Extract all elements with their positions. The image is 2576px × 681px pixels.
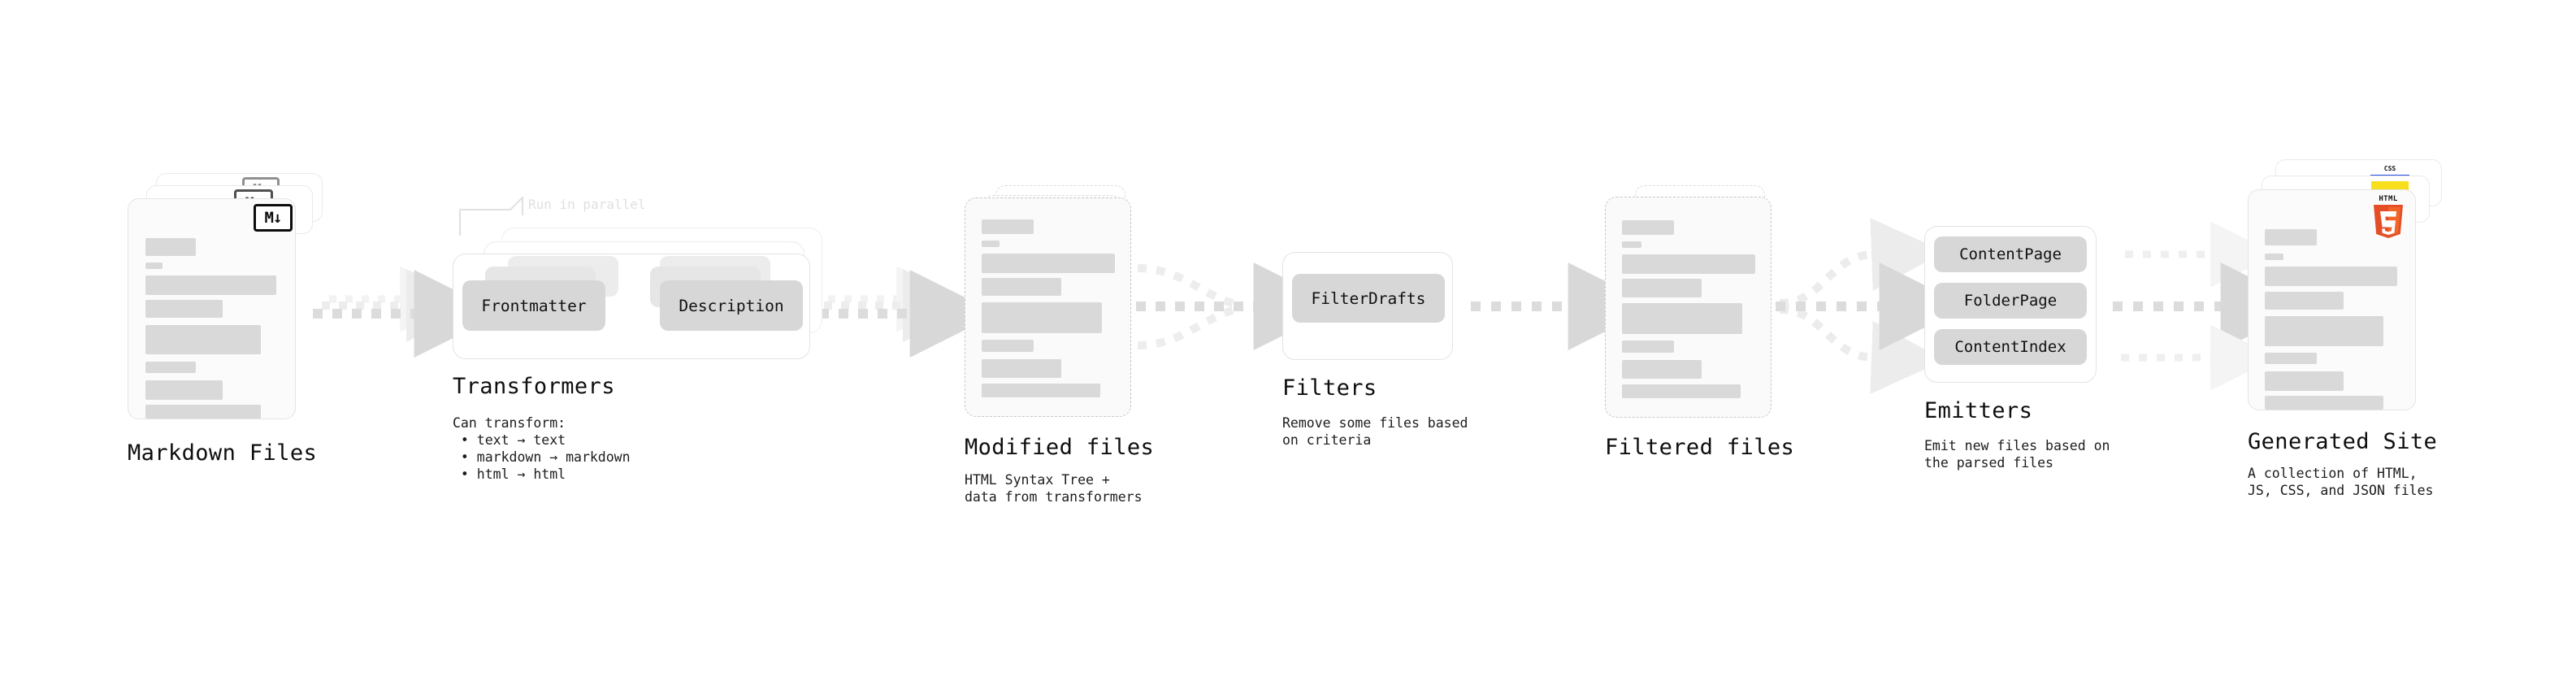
filtered-file-front xyxy=(1605,197,1772,418)
arrow-markdown-to-transformers xyxy=(313,266,502,358)
skeleton-title xyxy=(1622,220,1674,235)
skeleton-block-4 xyxy=(1622,340,1674,353)
stage-subtitle-generated-site: A collection of HTML, JS, CSS, and JSON … xyxy=(2248,466,2434,498)
skeleton-block-3 xyxy=(982,302,1102,333)
emitter-chip-contentpage[interactable]: ContentPage xyxy=(1934,236,2087,272)
markdown-badge: M↓ xyxy=(254,204,293,232)
skeleton-block-3 xyxy=(2265,316,2383,346)
modified-file-front xyxy=(965,197,1131,417)
skeleton-block-1 xyxy=(1622,254,1755,274)
skeleton-block-2 xyxy=(145,300,223,318)
skeleton-block-5 xyxy=(1622,360,1702,379)
skeleton-meta xyxy=(1622,241,1641,248)
skeleton-block-5 xyxy=(982,359,1061,378)
skeleton-block-5 xyxy=(2265,371,2344,391)
stage-title-filters: Filters xyxy=(1282,375,1377,401)
arrow-transformers-to-modified xyxy=(819,266,998,358)
filter-chip-filterdrafts[interactable]: FilterDrafts xyxy=(1292,274,1445,323)
site-file-front xyxy=(2248,189,2416,410)
skeleton-block-4 xyxy=(2265,353,2317,364)
skeleton-title xyxy=(145,238,196,256)
skeleton-block-6 xyxy=(1622,384,1741,398)
stage-subtitle-modified-files: HTML Syntax Tree + data from transformer… xyxy=(965,472,1143,505)
stage-title-generated-site: Generated Site xyxy=(2248,429,2438,454)
stage-title-modified-files: Modified files xyxy=(965,435,1155,460)
skeleton-block-1 xyxy=(982,254,1115,273)
css-badge-label: CSS xyxy=(2383,165,2396,172)
skeleton-block-2 xyxy=(2265,292,2344,310)
skeleton-block-1 xyxy=(2265,267,2397,286)
stage-title-markdown-files: Markdown Files xyxy=(128,440,318,466)
skeleton-block-6 xyxy=(145,405,261,419)
skeleton-title xyxy=(982,219,1034,234)
stage-subtitle-filters: Remove some files based on criteria xyxy=(1282,415,1468,448)
skeleton-block-2 xyxy=(982,278,1061,296)
html5-badge: HTML xyxy=(2370,195,2406,238)
arrow-modified-to-filters xyxy=(1136,262,1342,350)
emitter-chip-folderpage[interactable]: FolderPage xyxy=(1934,283,2087,319)
stage-title-emitters: Emitters xyxy=(1924,398,2033,423)
skeleton-block-4 xyxy=(145,362,196,373)
skeleton-meta xyxy=(145,262,163,269)
stage-subtitle-transformers: Can transform: • text → text • markdown … xyxy=(453,415,631,482)
skeleton-block-3 xyxy=(145,325,261,354)
run-in-parallel-label: Run in parallel xyxy=(528,197,646,212)
stage-title-transformers: Transformers xyxy=(453,374,615,399)
stage-title-filtered-files: Filtered files xyxy=(1605,435,1795,460)
emitter-chip-contentindex[interactable]: ContentIndex xyxy=(1934,329,2087,365)
skeleton-block-3 xyxy=(1622,303,1742,334)
transformer-chip-frontmatter[interactable]: Frontmatter xyxy=(462,280,605,331)
skeleton-meta xyxy=(2265,254,2283,260)
skeleton-block-6 xyxy=(982,384,1100,397)
skeleton-block-4 xyxy=(982,340,1034,352)
arrow-filtered-to-emitters xyxy=(1776,218,1967,394)
stage-subtitle-emitters: Emit new files based on the parsed files xyxy=(1924,438,2110,471)
arrow-emitters-to-site xyxy=(2113,221,2309,391)
html5-shield-icon xyxy=(2374,205,2403,238)
transformer-chip-description[interactable]: Description xyxy=(660,280,803,331)
skeleton-title xyxy=(2265,229,2317,245)
skeleton-meta xyxy=(982,241,1000,247)
skeleton-block-1 xyxy=(145,275,276,295)
skeleton-block-2 xyxy=(1622,279,1702,297)
skeleton-block-6 xyxy=(2265,396,2383,410)
skeleton-block-5 xyxy=(145,380,223,400)
html5-badge-label: HTML xyxy=(2379,195,2398,203)
markdown-file-front xyxy=(128,198,296,419)
